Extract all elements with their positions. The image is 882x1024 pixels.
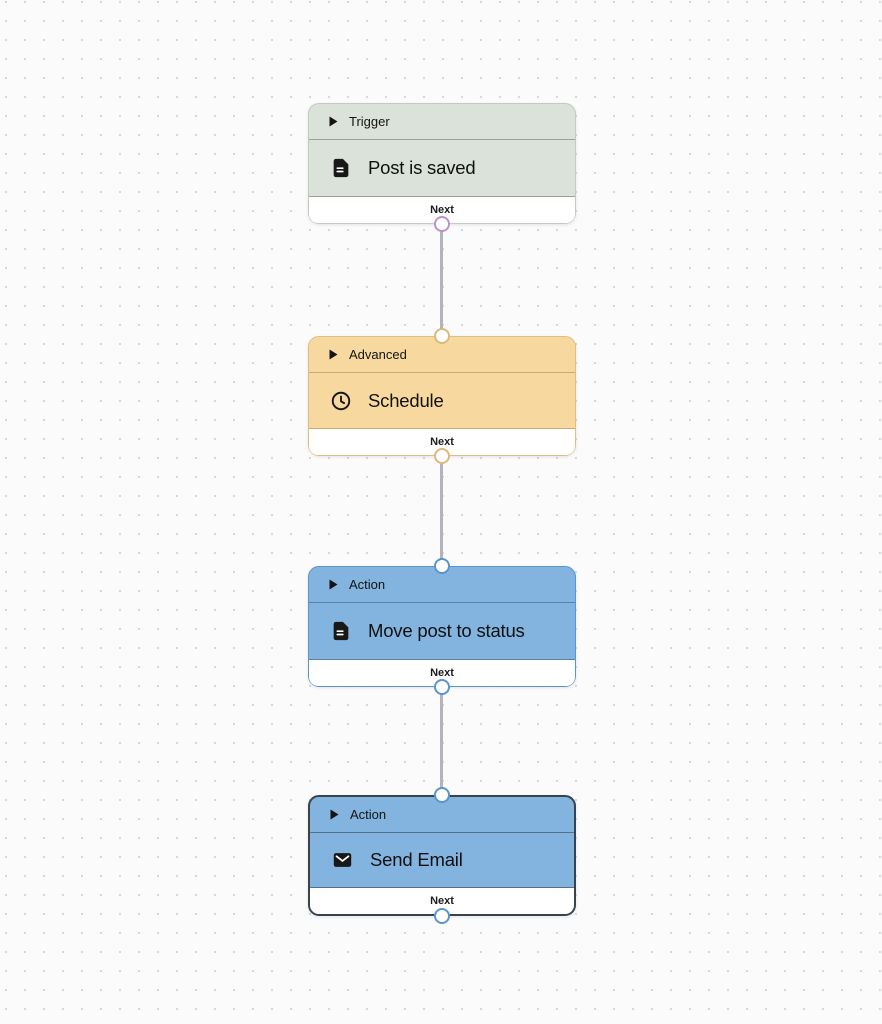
node-body[interactable]: Post is saved xyxy=(309,140,575,196)
play-icon[interactable] xyxy=(329,349,338,360)
node-header[interactable]: Action xyxy=(310,797,574,833)
output-port-label: Next xyxy=(430,436,454,448)
port-input-schedule[interactable] xyxy=(434,328,450,344)
port-input-move-post[interactable] xyxy=(434,558,450,574)
node-footer: Next xyxy=(309,659,575,686)
port-input-send-email[interactable] xyxy=(434,787,450,803)
clock-icon xyxy=(331,391,351,410)
output-port-label: Next xyxy=(430,667,454,679)
node-category-label: Action xyxy=(349,577,386,592)
port-output-trigger[interactable] xyxy=(434,216,450,232)
play-icon[interactable] xyxy=(329,579,338,590)
node-header[interactable]: Advanced xyxy=(309,337,575,373)
document-icon xyxy=(333,621,349,641)
play-icon[interactable] xyxy=(329,116,338,127)
output-port-label: Next xyxy=(430,204,454,216)
node-title: Schedule xyxy=(368,389,444,411)
envelope-icon xyxy=(333,853,352,867)
output-port-label: Next xyxy=(430,895,454,907)
document-icon xyxy=(333,158,349,178)
node-category-label: Action xyxy=(350,807,387,822)
node-title: Post is saved xyxy=(368,157,476,178)
node-action-move-post-to-status[interactable]: Action Move post to status Next xyxy=(308,566,576,687)
port-output-move-post[interactable] xyxy=(434,679,450,695)
port-output-schedule[interactable] xyxy=(434,448,450,464)
node-category-label: Advanced xyxy=(349,347,407,362)
edge-move-post-to-send-email[interactable] xyxy=(440,687,443,795)
edge-schedule-to-move-post[interactable] xyxy=(440,456,443,566)
node-category-label: Trigger xyxy=(349,114,390,129)
node-title: Move post to status xyxy=(368,620,525,641)
port-output-send-email[interactable] xyxy=(434,908,450,924)
node-body[interactable]: Send Email xyxy=(310,833,574,887)
node-trigger-post-is-saved[interactable]: Trigger Post is saved Next xyxy=(308,103,576,224)
node-header[interactable]: Trigger xyxy=(309,104,575,140)
play-icon[interactable] xyxy=(330,809,339,820)
node-action-send-email[interactable]: Action Send Email Next xyxy=(308,795,576,916)
node-title: Send Email xyxy=(370,849,463,870)
node-advanced-schedule[interactable]: Advanced Schedule Next xyxy=(308,336,576,456)
edge-trigger-to-schedule[interactable] xyxy=(440,224,443,336)
node-body[interactable]: Schedule xyxy=(309,373,575,428)
node-body[interactable]: Move post to status xyxy=(309,603,575,659)
node-header[interactable]: Action xyxy=(309,567,575,603)
